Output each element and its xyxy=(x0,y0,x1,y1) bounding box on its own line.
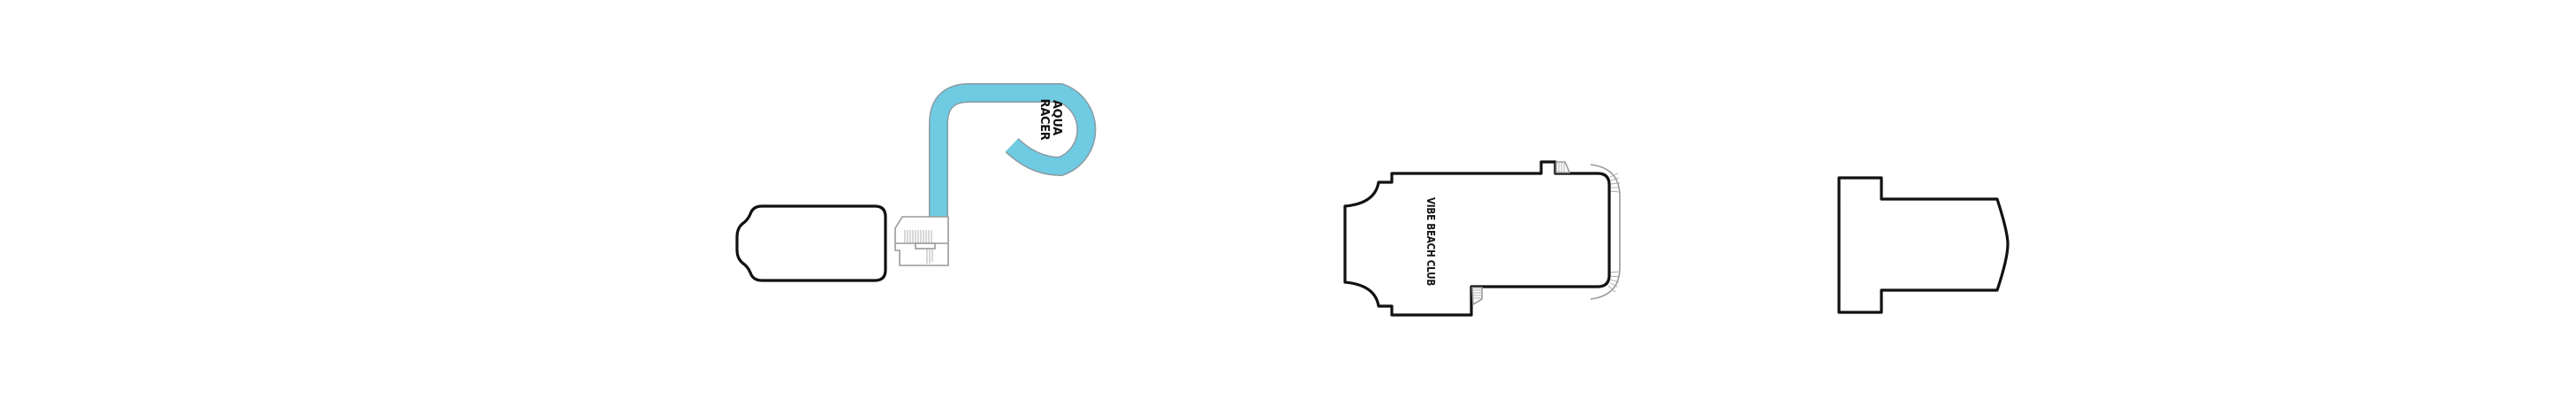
vibe-beach-club-label: VIBE BEACH CLUB xyxy=(1425,197,1438,286)
aft-deck-area[interactable] xyxy=(1837,176,2010,314)
aqua-racer-label: AQUA RACER xyxy=(1037,98,1063,140)
stair-icon xyxy=(1471,287,1483,306)
aft-stair-arc xyxy=(1590,164,1621,300)
forward-deck-area[interactable] xyxy=(735,204,887,282)
stair-icon xyxy=(1555,161,1571,173)
aqua-racer-slide[interactable]: AQUA RACER xyxy=(929,83,1097,217)
slide-tower-stairs[interactable] xyxy=(894,216,949,266)
water-slide-tube-fill xyxy=(930,84,1095,217)
vibe-beach-club[interactable]: VIBE BEACH CLUB xyxy=(1343,160,1621,317)
stair-icon xyxy=(1607,173,1621,293)
stair-icon xyxy=(904,230,933,264)
